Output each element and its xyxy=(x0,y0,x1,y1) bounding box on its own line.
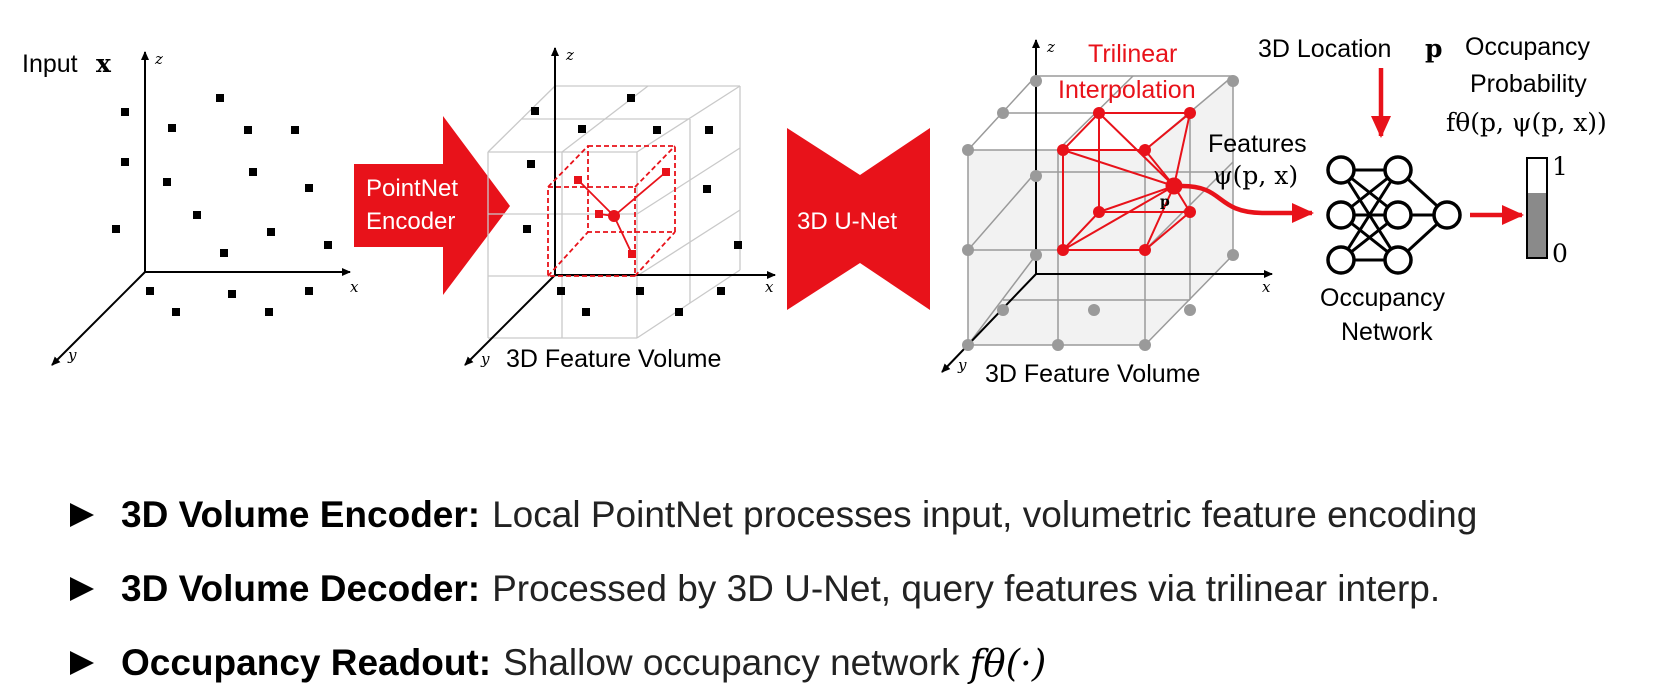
input-symbol: x xyxy=(96,49,112,78)
axis-z-label: z xyxy=(1046,38,1055,56)
unet-label: 3D U-Net xyxy=(797,208,897,235)
point-p-label: p xyxy=(1160,194,1170,210)
axis-x-label: x xyxy=(1262,278,1271,296)
location-label: 3D Location xyxy=(1258,35,1391,63)
axis-y-label: y xyxy=(957,356,967,374)
bar-min-label: 0 xyxy=(1552,239,1568,268)
trilinear-label-line1: Trilinear xyxy=(1088,40,1177,68)
features-label: Features xyxy=(1208,130,1307,158)
architecture-diagram: z x y Input x PointNet Encoder xyxy=(22,33,1607,388)
axis-y-label: y xyxy=(67,346,77,364)
bullet-title: Occupancy Readout: xyxy=(121,642,492,683)
trilinear-label-line2: Interpolation xyxy=(1058,76,1196,104)
pointnet-encoder-arrow: PointNet Encoder xyxy=(354,116,510,295)
bullet-text: Shallow occupancy network xyxy=(503,642,960,683)
axis-z-label: z xyxy=(565,46,574,64)
bullet-math: fθ(·) xyxy=(969,641,1047,685)
bullet-decoder: 3D Volume Decoder: Processed by 3D U-Net… xyxy=(70,552,1670,626)
location-symbol: p xyxy=(1425,34,1442,63)
bullet-arrow-icon xyxy=(70,503,94,527)
occ-prob-label-line2: Probability xyxy=(1470,70,1587,98)
occ-net-label-line1: Occupancy xyxy=(1320,284,1446,312)
axis-z-label: z xyxy=(154,50,163,68)
bullet-text: Processed by 3D U-Net, query features vi… xyxy=(492,568,1441,609)
feature-volume-label-2: 3D Feature Volume xyxy=(985,360,1200,388)
bullet-title: 3D Volume Decoder: xyxy=(121,568,481,609)
input-point-cloud: z x y Input x xyxy=(22,49,359,366)
unet-block: 3D U-Net xyxy=(787,128,930,310)
axis-x-label: x xyxy=(350,278,359,296)
bullet-arrow-icon xyxy=(70,577,94,601)
occ-prob-label-line1: Occupancy xyxy=(1465,33,1591,61)
bullet-title: 3D Volume Encoder: xyxy=(121,494,481,535)
feature-volume-label-1: 3D Feature Volume xyxy=(506,345,721,373)
occ-prob-math: fθ(p, ψ(p, x)) xyxy=(1446,108,1607,137)
probability-bar xyxy=(1526,157,1548,259)
pointnet-label-line1: PointNet xyxy=(366,175,458,202)
axis-y-label: y xyxy=(480,350,490,368)
bullet-arrow-icon xyxy=(70,651,94,675)
bar-max-label: 1 xyxy=(1552,152,1568,181)
features-math: ψ(p, x) xyxy=(1213,161,1298,190)
pointnet-label-line2: Encoder xyxy=(366,208,455,235)
axis-x-label: x xyxy=(765,278,774,296)
feature-volume-1: z x y 3D Feature Volume xyxy=(464,46,776,373)
feature-volume-2: z x y p Trilin xyxy=(941,38,1273,388)
bullet-encoder: 3D Volume Encoder: Local PointNet proces… xyxy=(70,478,1670,552)
bullet-readout: Occupancy Readout: Shallow occupancy net… xyxy=(70,626,1670,700)
input-label: Input xyxy=(22,50,78,78)
features-flow-arrow xyxy=(1181,183,1314,223)
bullet-list: 3D Volume Encoder: Local PointNet proces… xyxy=(70,478,1670,700)
occ-net-label-line2: Network xyxy=(1341,318,1433,346)
occupancy-network xyxy=(1326,155,1462,275)
bullet-text: Local PointNet processes input, volumetr… xyxy=(492,494,1478,535)
